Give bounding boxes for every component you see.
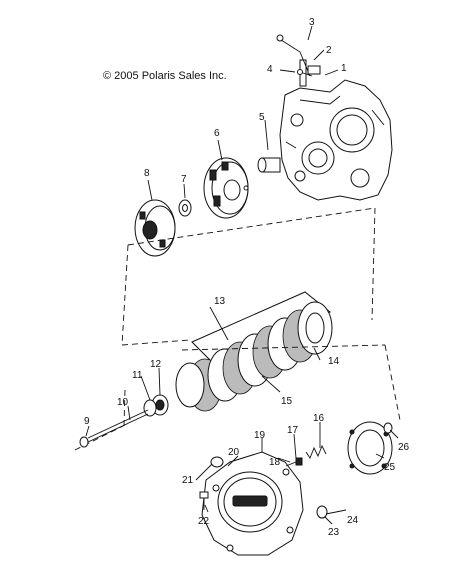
callout-12: 12 <box>150 359 162 370</box>
callout-19: 19 <box>254 430 266 441</box>
clutch-plate-stack-illustration <box>175 291 333 412</box>
callout-4: 4 <box>267 64 273 75</box>
assembly-dashed-outline-upper <box>121 207 376 346</box>
small-cover-illustration <box>347 421 393 475</box>
callout-5: 5 <box>259 112 265 123</box>
callout-2: 2 <box>326 45 332 56</box>
shift-shaft-parts <box>276 34 321 77</box>
callout-25: 25 <box>384 462 396 473</box>
callout-3: 3 <box>309 17 315 28</box>
callout-23: 23 <box>328 527 340 538</box>
leader-lines <box>85 25 399 525</box>
callout-22: 22 <box>198 516 210 527</box>
callout-18: 18 <box>269 457 281 468</box>
pushrod-illustration <box>79 409 149 448</box>
callout-8: 8 <box>144 168 150 179</box>
callout-24: 24 <box>347 515 359 526</box>
crankcase-illustration <box>279 59 393 201</box>
copyright-text: © 2005 Polaris Sales Inc. <box>103 70 227 82</box>
callout-15: 15 <box>281 396 293 407</box>
cover-bolt-illustration <box>199 491 209 510</box>
release-bearing-illustration <box>143 394 169 417</box>
callout-26: 26 <box>398 442 410 453</box>
callout-9: 9 <box>84 416 90 427</box>
callout-13: 13 <box>214 296 226 307</box>
callout-21: 21 <box>182 475 194 486</box>
washer-illustration <box>178 199 192 217</box>
mainshaft-illustration <box>257 157 281 173</box>
callout-10: 10 <box>117 397 129 408</box>
callout-11: 11 <box>132 370 143 381</box>
callout-14: 14 <box>328 356 340 367</box>
callout-7: 7 <box>181 174 187 185</box>
callout-16: 16 <box>313 413 325 424</box>
callout-6: 6 <box>214 128 220 139</box>
callout-1: 1 <box>341 63 347 74</box>
clutch-hub-illustration <box>134 199 176 257</box>
spring-and-pin-illustration <box>285 444 327 467</box>
callout-labels: 3 2 1 4 5 6 7 8 13 14 15 12 11 10 9 16 1… <box>84 17 410 538</box>
callout-20: 20 <box>228 447 240 458</box>
clutch-basket-illustration <box>203 157 249 219</box>
callout-17: 17 <box>287 425 299 436</box>
clutch-cover-illustration <box>201 451 304 556</box>
o-ring-illustrations <box>316 422 393 519</box>
